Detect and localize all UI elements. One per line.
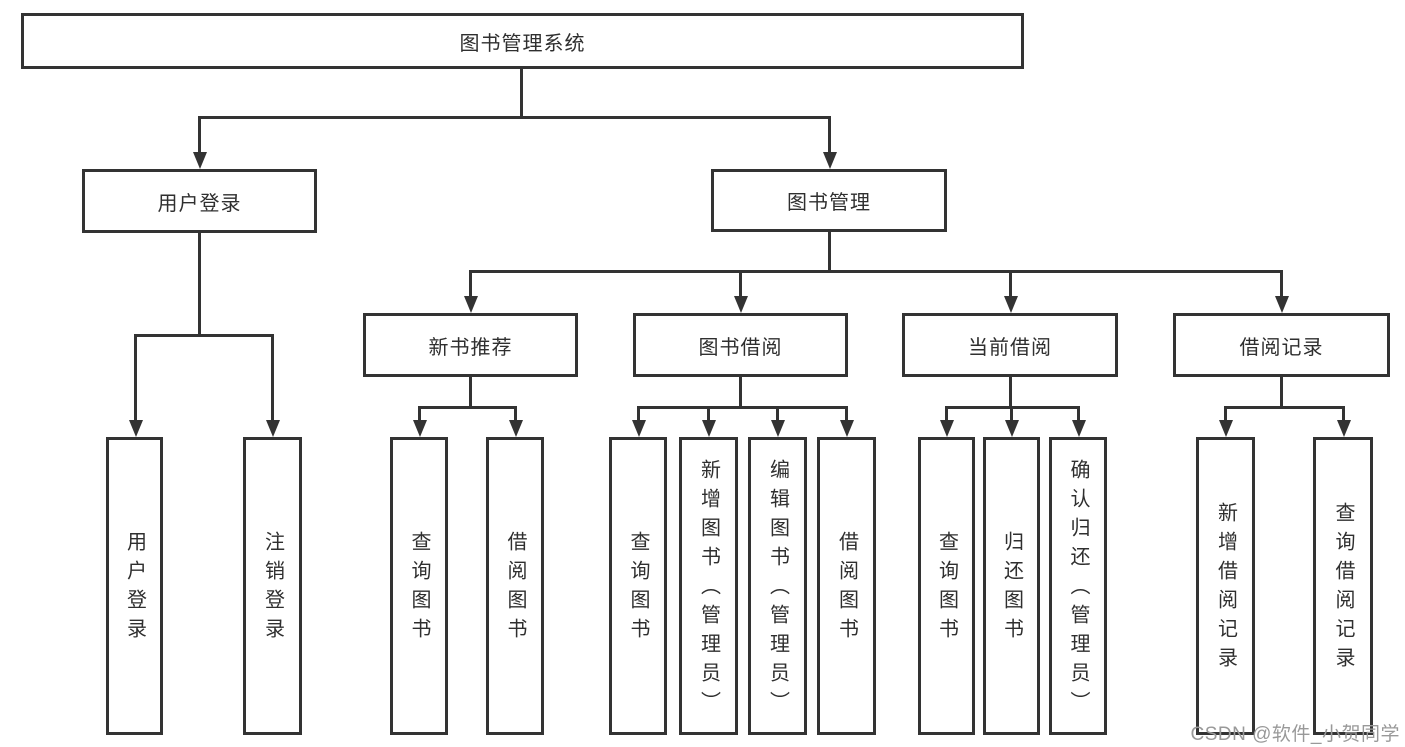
connector-userlogin-drop-1 [134,334,137,421]
connector-root-drop-left [198,116,201,153]
connector-current-drop-1 [945,406,948,421]
arrow-down-icon [193,152,207,169]
leaf-query-books-current: 查询图书 [918,437,975,735]
leaf-query-books-current-label: 查询图书 [935,531,958,647]
arrow-down-icon [734,296,748,313]
arrow-down-icon [823,152,837,169]
connector-newbook-drop-1 [418,406,421,421]
connector-root-drop-right [828,116,831,153]
connector-userlogin-stub [198,231,201,337]
connector-userlogin-drop-2 [271,334,274,421]
csdn-watermark: CSDN @软件_小贺同学 [1190,724,1400,745]
connector-borrow-drop-2 [707,406,710,421]
connector-current-drop-2 [1010,406,1013,421]
leaf-query-books-borrow: 查询图书 [609,437,667,735]
arrow-down-icon [771,420,785,437]
connector-bookmgmt-drop-4 [1280,270,1283,297]
node-new-book-recommend: 新书推荐 [363,313,578,377]
arrow-down-icon [940,420,954,437]
node-book-management-label: 图书管理 [787,192,871,214]
connector-current-drop-3 [1077,406,1080,421]
arrow-down-icon [840,420,854,437]
node-user-login: 用户登录 [82,169,317,233]
node-library-system: 图书管理系统 [21,13,1024,69]
arrow-down-icon [1005,420,1019,437]
connector-newbook-stub [469,375,472,409]
node-borrowing-records-label: 借阅记录 [1239,336,1324,359]
node-new-book-recommend-label: 新书推荐 [428,336,513,359]
arrow-down-icon [1004,296,1018,313]
leaf-add-book-admin: 新增图书（管理员） [679,437,738,735]
connector-bookmgmt-drop-1 [469,270,472,297]
leaf-edit-book-admin: 编辑图书（管理员） [748,437,807,735]
arrow-down-icon [632,420,646,437]
leaf-borrow-books-recommend-label: 借阅图书 [504,531,526,647]
connector-bookmgmt-bar [469,270,1283,273]
node-library-system-label: 图书管理系统 [459,32,586,55]
leaf-borrow-books-label: 借阅图书 [835,531,858,647]
leaf-user-login: 用户登录 [106,437,163,735]
leaf-add-borrow-record: 新增借阅记录 [1196,437,1255,735]
leaf-logout: 注销登录 [243,437,302,735]
leaf-edit-book-admin-label: 编辑图书（管理员） [766,458,789,720]
connector-newbook-drop-2 [514,406,517,421]
node-current-borrowing-label: 当前借阅 [968,336,1052,359]
connector-bookmgmt-stub [828,231,831,273]
leaf-return-book: 归还图书 [983,437,1040,735]
arrow-down-icon [702,420,716,437]
connector-records-drop-2 [1342,406,1345,421]
connector-bookmgmt-drop-2 [739,270,742,297]
leaf-query-books-recommend: 查询图书 [390,437,448,735]
leaf-query-borrow-record-label: 查询借阅记录 [1332,502,1354,676]
leaf-borrow-books: 借阅图书 [817,437,876,735]
arrow-down-icon [266,420,280,437]
arrow-down-icon [464,296,478,313]
arrow-down-icon [129,420,143,437]
leaf-confirm-return-admin: 确认归还（管理员） [1049,437,1107,735]
leaf-query-books-recommend-label: 查询图书 [408,531,430,647]
leaf-confirm-return-admin-label: 确认归还（管理员） [1067,458,1089,720]
node-book-borrowing: 图书借阅 [633,313,848,377]
arrow-down-icon [1337,420,1351,437]
connector-records-bar [1224,406,1345,409]
connector-userlogin-bar [134,334,274,337]
leaf-query-books-borrow-label: 查询图书 [627,531,649,647]
leaf-user-login-label: 用户登录 [123,531,146,647]
connector-borrow-drop-1 [637,406,640,421]
connector-borrow-drop-4 [845,406,848,421]
leaf-logout-label: 注销登录 [261,531,284,647]
connector-current-stub [1009,375,1012,409]
connector-root-stub [520,68,523,119]
node-current-borrowing: 当前借阅 [902,313,1118,377]
leaf-query-borrow-record: 查询借阅记录 [1313,437,1373,735]
arrow-down-icon [413,420,427,437]
connector-records-drop-1 [1224,406,1227,421]
leaf-add-book-admin-label: 新增图书（管理员） [697,458,720,720]
connector-root-bar [198,116,831,119]
connector-borrow-stub [739,375,742,409]
arrow-down-icon [1072,420,1086,437]
leaf-return-book-label: 归还图书 [1000,531,1023,647]
arrow-down-icon [509,420,523,437]
arrow-down-icon [1275,296,1289,313]
connector-borrow-drop-3 [776,406,779,421]
connector-borrow-bar [637,406,848,409]
node-book-management: 图书管理 [711,169,947,232]
leaf-add-borrow-record-label: 新增借阅记录 [1214,502,1237,676]
connector-records-stub [1280,375,1283,409]
arrow-down-icon [1219,420,1233,437]
connector-bookmgmt-drop-3 [1009,270,1012,297]
node-borrowing-records: 借阅记录 [1173,313,1390,377]
connector-newbook-bar [418,406,517,409]
node-user-login-label: 用户登录 [157,192,242,215]
node-book-borrowing-label: 图书借阅 [698,336,783,359]
leaf-borrow-books-recommend: 借阅图书 [486,437,544,735]
